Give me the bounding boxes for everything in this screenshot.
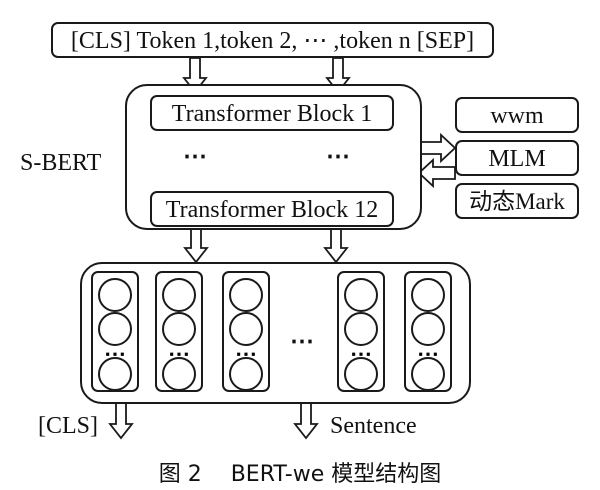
output-vector-column: ⋯ bbox=[91, 271, 139, 392]
arrow-to-encoder bbox=[417, 157, 456, 189]
output-vector-column: ⋯ bbox=[337, 271, 385, 392]
vector-unit-circle bbox=[98, 312, 132, 346]
output-vector-column: ⋯ bbox=[222, 271, 270, 392]
vector-unit-circle bbox=[229, 312, 263, 346]
output-middle-ellipsis: ⋯ bbox=[290, 329, 314, 355]
input-token-box bbox=[51, 22, 494, 58]
vector-unit-circle bbox=[162, 278, 196, 312]
arrow-output-to-sentence bbox=[293, 401, 319, 440]
strategy-label-wwm: wwm bbox=[490, 103, 544, 129]
encoder-label: S-BERT bbox=[20, 150, 102, 176]
arrow-output-to-cls bbox=[108, 401, 134, 440]
transformer-block-first-label: Transformer Block 1 bbox=[171, 101, 373, 127]
vector-unit-circle bbox=[344, 357, 378, 391]
cls-output-label: [CLS] bbox=[38, 413, 98, 439]
vector-unit-circle bbox=[411, 357, 445, 391]
strategy-box-wwm bbox=[455, 97, 579, 133]
vector-unit-circle bbox=[344, 278, 378, 312]
transformer-block-first bbox=[150, 95, 394, 131]
strategy-box-mlm bbox=[455, 140, 579, 176]
vector-unit-circle bbox=[98, 278, 132, 312]
vector-unit-circle bbox=[98, 357, 132, 391]
strategy-box-dynamic-mark bbox=[455, 183, 579, 219]
figure-caption: 图 2 BERT-we 模型结构图 bbox=[158, 462, 442, 487]
strategy-label-mlm: MLM bbox=[488, 146, 546, 172]
vector-unit-circle bbox=[229, 278, 263, 312]
output-vector-column: ⋯ bbox=[404, 271, 452, 392]
sentence-output-label: Sentence bbox=[330, 413, 417, 439]
strategy-label-dynamic-mark: 动态Mark bbox=[469, 189, 565, 214]
vector-unit-circle bbox=[411, 312, 445, 346]
vector-unit-circle bbox=[229, 357, 263, 391]
vector-unit-circle bbox=[411, 278, 445, 312]
input-token-text: [CLS] Token 1,token 2, ⋯ ,token n [SEP] bbox=[70, 28, 475, 54]
encoder-ellipsis-right: ⋯ bbox=[326, 144, 350, 170]
vector-unit-circle bbox=[162, 357, 196, 391]
arrow-to-strategies bbox=[418, 132, 457, 164]
vector-unit-circle bbox=[344, 312, 378, 346]
output-vector-column: ⋯ bbox=[155, 271, 203, 392]
encoder-ellipsis-left: ⋯ bbox=[183, 144, 207, 170]
transformer-block-last-label: Transformer Block 12 bbox=[165, 197, 379, 223]
vector-unit-circle bbox=[162, 312, 196, 346]
transformer-block-last bbox=[150, 191, 394, 227]
